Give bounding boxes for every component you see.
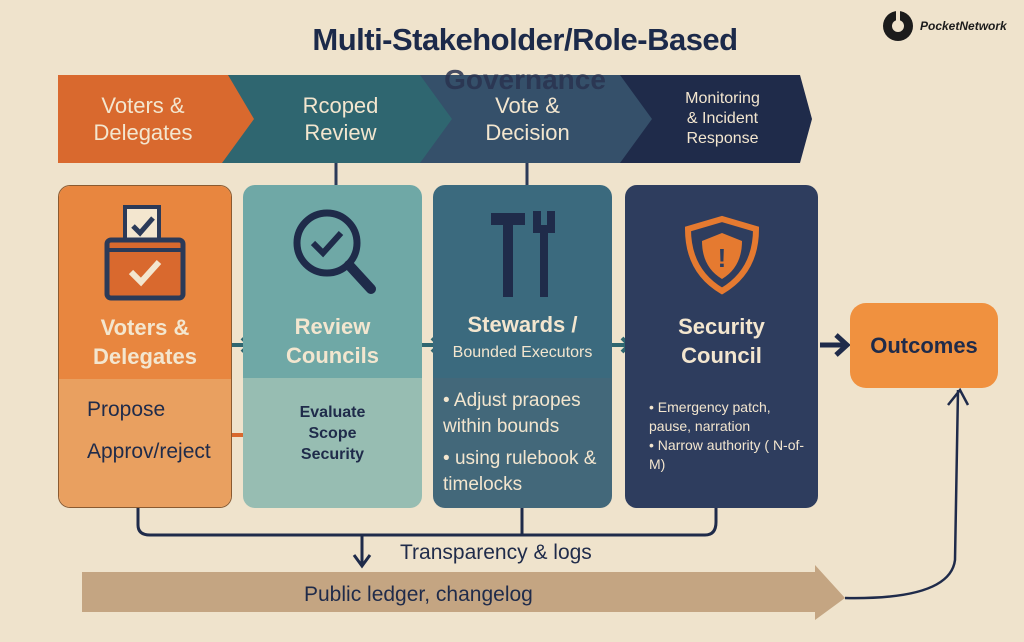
- card-security: ! Security Council • Emergency patch, pa…: [625, 185, 818, 508]
- card-title: Review Councils: [286, 314, 379, 368]
- logo-text: PocketNetwork: [920, 19, 1007, 33]
- card-item: Evaluate: [299, 404, 366, 421]
- logo: PocketNetwork: [882, 10, 1007, 42]
- stage-1: Voters & Delegates: [93, 92, 193, 146]
- card-item: Approv/reject: [87, 440, 211, 463]
- card-title: Stewards /: [467, 312, 578, 337]
- stage-4: Monitoring & Incident Response: [685, 90, 760, 147]
- card-item: Security: [300, 446, 365, 463]
- arrow-to-outcomes-icon: [820, 333, 851, 357]
- pocket-network-logo-icon: [883, 10, 913, 41]
- card-review: Review Councils Evaluate Scope Security: [243, 185, 422, 508]
- curved-arrow-icon: [844, 387, 970, 600]
- diagram-title-line2: Governance: [444, 64, 606, 95]
- card-item: Scope: [308, 425, 357, 442]
- stage-chevron-2: [222, 75, 482, 163]
- transparency-label: Transparency & logs: [400, 541, 592, 564]
- magnifier-check-icon: [293, 209, 376, 294]
- svg-text:!: !: [717, 243, 726, 273]
- stage-chevron-4: [620, 75, 812, 163]
- stage-3: Vote & Decision: [485, 92, 570, 146]
- stage-2: Rcoped Review: [302, 92, 379, 146]
- stage-chevron-1: [58, 75, 262, 163]
- card-item: Adjust praopes within bounds: [443, 390, 581, 437]
- card-title: Security Council: [678, 314, 765, 368]
- shield-alert-icon: !: [684, 215, 759, 295]
- ballot-box-icon: [104, 205, 186, 301]
- card-subtitle: Bounded Executors: [452, 344, 593, 361]
- card-voters: Voters & Delegates Propose Approv/reject: [58, 185, 232, 508]
- card-title: Voters & Delegates: [93, 315, 197, 369]
- card-item: Narrow authority ( N-of-M): [649, 437, 805, 472]
- tools-icon: [490, 211, 555, 297]
- card-item: using rulebook & timelocks: [443, 448, 597, 495]
- ledger-arrow: [82, 565, 845, 620]
- outcomes-box: Outcomes: [850, 303, 998, 388]
- down-arrow-icon: [352, 535, 372, 569]
- ledger-label: Public ledger, changelog: [304, 583, 533, 606]
- diagram-title: Multi-Stakeholder/Role-Based: [312, 22, 738, 57]
- stage-chevron-3: [420, 75, 682, 163]
- card-item: Emergency patch, pause, narration: [649, 399, 771, 434]
- card-stewards: Stewards / Bounded Executors • Adjust pr…: [433, 185, 612, 508]
- card-item: Propose: [87, 398, 166, 421]
